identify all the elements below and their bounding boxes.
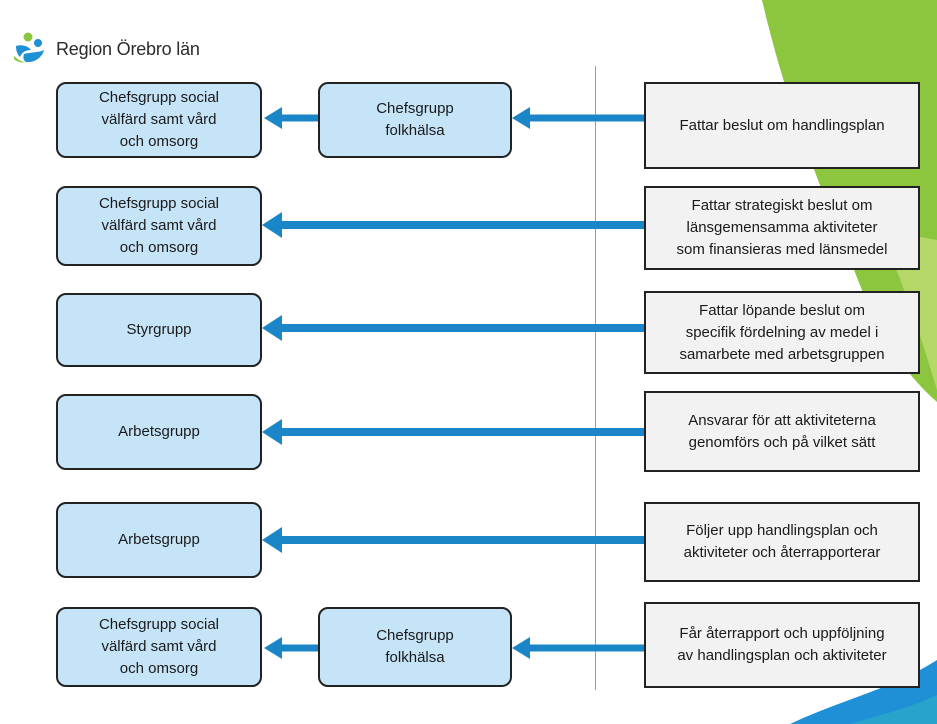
row-1-right-box: Fattar beslut om handlingsplan bbox=[644, 82, 920, 169]
row-3-left-box: Styrgrupp bbox=[56, 293, 262, 367]
row-5-left-box: Arbetsgrupp bbox=[56, 502, 262, 578]
row-1-left-box: Chefsgrupp social välfärd samt vård och … bbox=[56, 82, 262, 158]
row-5-right-box: Följer upp handlingsplan och aktiviteter… bbox=[644, 502, 920, 582]
row-2-right-box: Fattar strategiskt beslut om länsgemensa… bbox=[644, 186, 920, 270]
blue-swoosh bbox=[790, 660, 937, 724]
row-3-right-box: Fattar löpande beslut om specifik fördel… bbox=[644, 291, 920, 374]
row-1-middle-box: Chefsgrupp folkhälsa bbox=[318, 82, 512, 158]
row-2-left-box: Chefsgrupp social välfärd samt vård och … bbox=[56, 186, 262, 266]
row-4-left-box: Arbetsgrupp bbox=[56, 394, 262, 470]
row-6-middle-box: Chefsgrupp folkhälsa bbox=[318, 607, 512, 687]
vertical-divider bbox=[595, 66, 596, 690]
region-logo-icon bbox=[14, 32, 44, 63]
org-name: Region Örebro län bbox=[56, 38, 200, 59]
region-logo: Region Örebro län bbox=[12, 32, 200, 66]
row-6-right-box: Får återrapport och uppföljning av handl… bbox=[644, 602, 920, 688]
teal-swoosh bbox=[850, 695, 937, 724]
row-4-right-box: Ansvarar för att aktiviteterna genomförs… bbox=[644, 391, 920, 472]
row-6-left-box: Chefsgrupp social välfärd samt vård och … bbox=[56, 607, 262, 687]
light-green-swoosh bbox=[880, 230, 937, 390]
